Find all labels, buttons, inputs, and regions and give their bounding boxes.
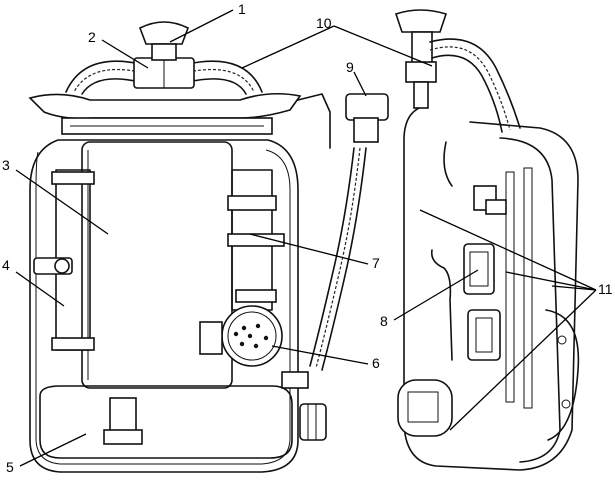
callout-1: 1: [238, 1, 246, 17]
leader-11c: [551, 285, 597, 291]
side-housing: [403, 105, 579, 471]
mouthpiece: [138, 21, 190, 45]
side-view: [394, 9, 580, 471]
leader-lines: [15, 9, 597, 467]
top-plate: [28, 92, 302, 120]
leader-3: [15, 169, 109, 235]
breathing-bag: [39, 385, 293, 459]
leader-10a: [241, 25, 335, 69]
leader-10b: [333, 25, 433, 67]
callout-5: 5: [6, 459, 14, 475]
callout-9: 9: [346, 59, 354, 75]
leader-8: [393, 269, 479, 321]
leader-5: [19, 433, 87, 467]
gauge-hose: [315, 147, 361, 369]
leader-11a: [419, 209, 597, 291]
callout-3: 3: [2, 157, 10, 173]
leader-11b: [505, 271, 597, 291]
callout-4: 4: [2, 257, 10, 273]
front-view: [28, 21, 389, 473]
side-gauge-block: [463, 243, 495, 295]
leader-9: [353, 71, 367, 97]
front-hose-left: [73, 68, 141, 93]
leader-2: [101, 39, 149, 69]
leader-7: [249, 233, 369, 265]
lung-governor: [221, 305, 283, 367]
leader-6: [271, 345, 369, 365]
side-mouthpiece: [394, 9, 448, 33]
front-hose-right: [187, 68, 255, 93]
callout-labels: 1 2 3 4 5 6 7 8 9 10 11: [2, 1, 613, 475]
callout-2: 2: [88, 29, 96, 45]
leader-1: [169, 9, 234, 43]
callout-10: 10: [316, 15, 332, 31]
callout-11: 11: [598, 281, 613, 297]
pressure-gauge: [345, 93, 389, 121]
callout-7: 7: [372, 255, 380, 271]
leader-4: [15, 271, 65, 307]
front-housing: [29, 139, 299, 473]
callout-8: 8: [380, 313, 388, 329]
side-hose: [429, 46, 511, 131]
leader-11d: [449, 289, 597, 431]
callout-6: 6: [372, 355, 380, 371]
